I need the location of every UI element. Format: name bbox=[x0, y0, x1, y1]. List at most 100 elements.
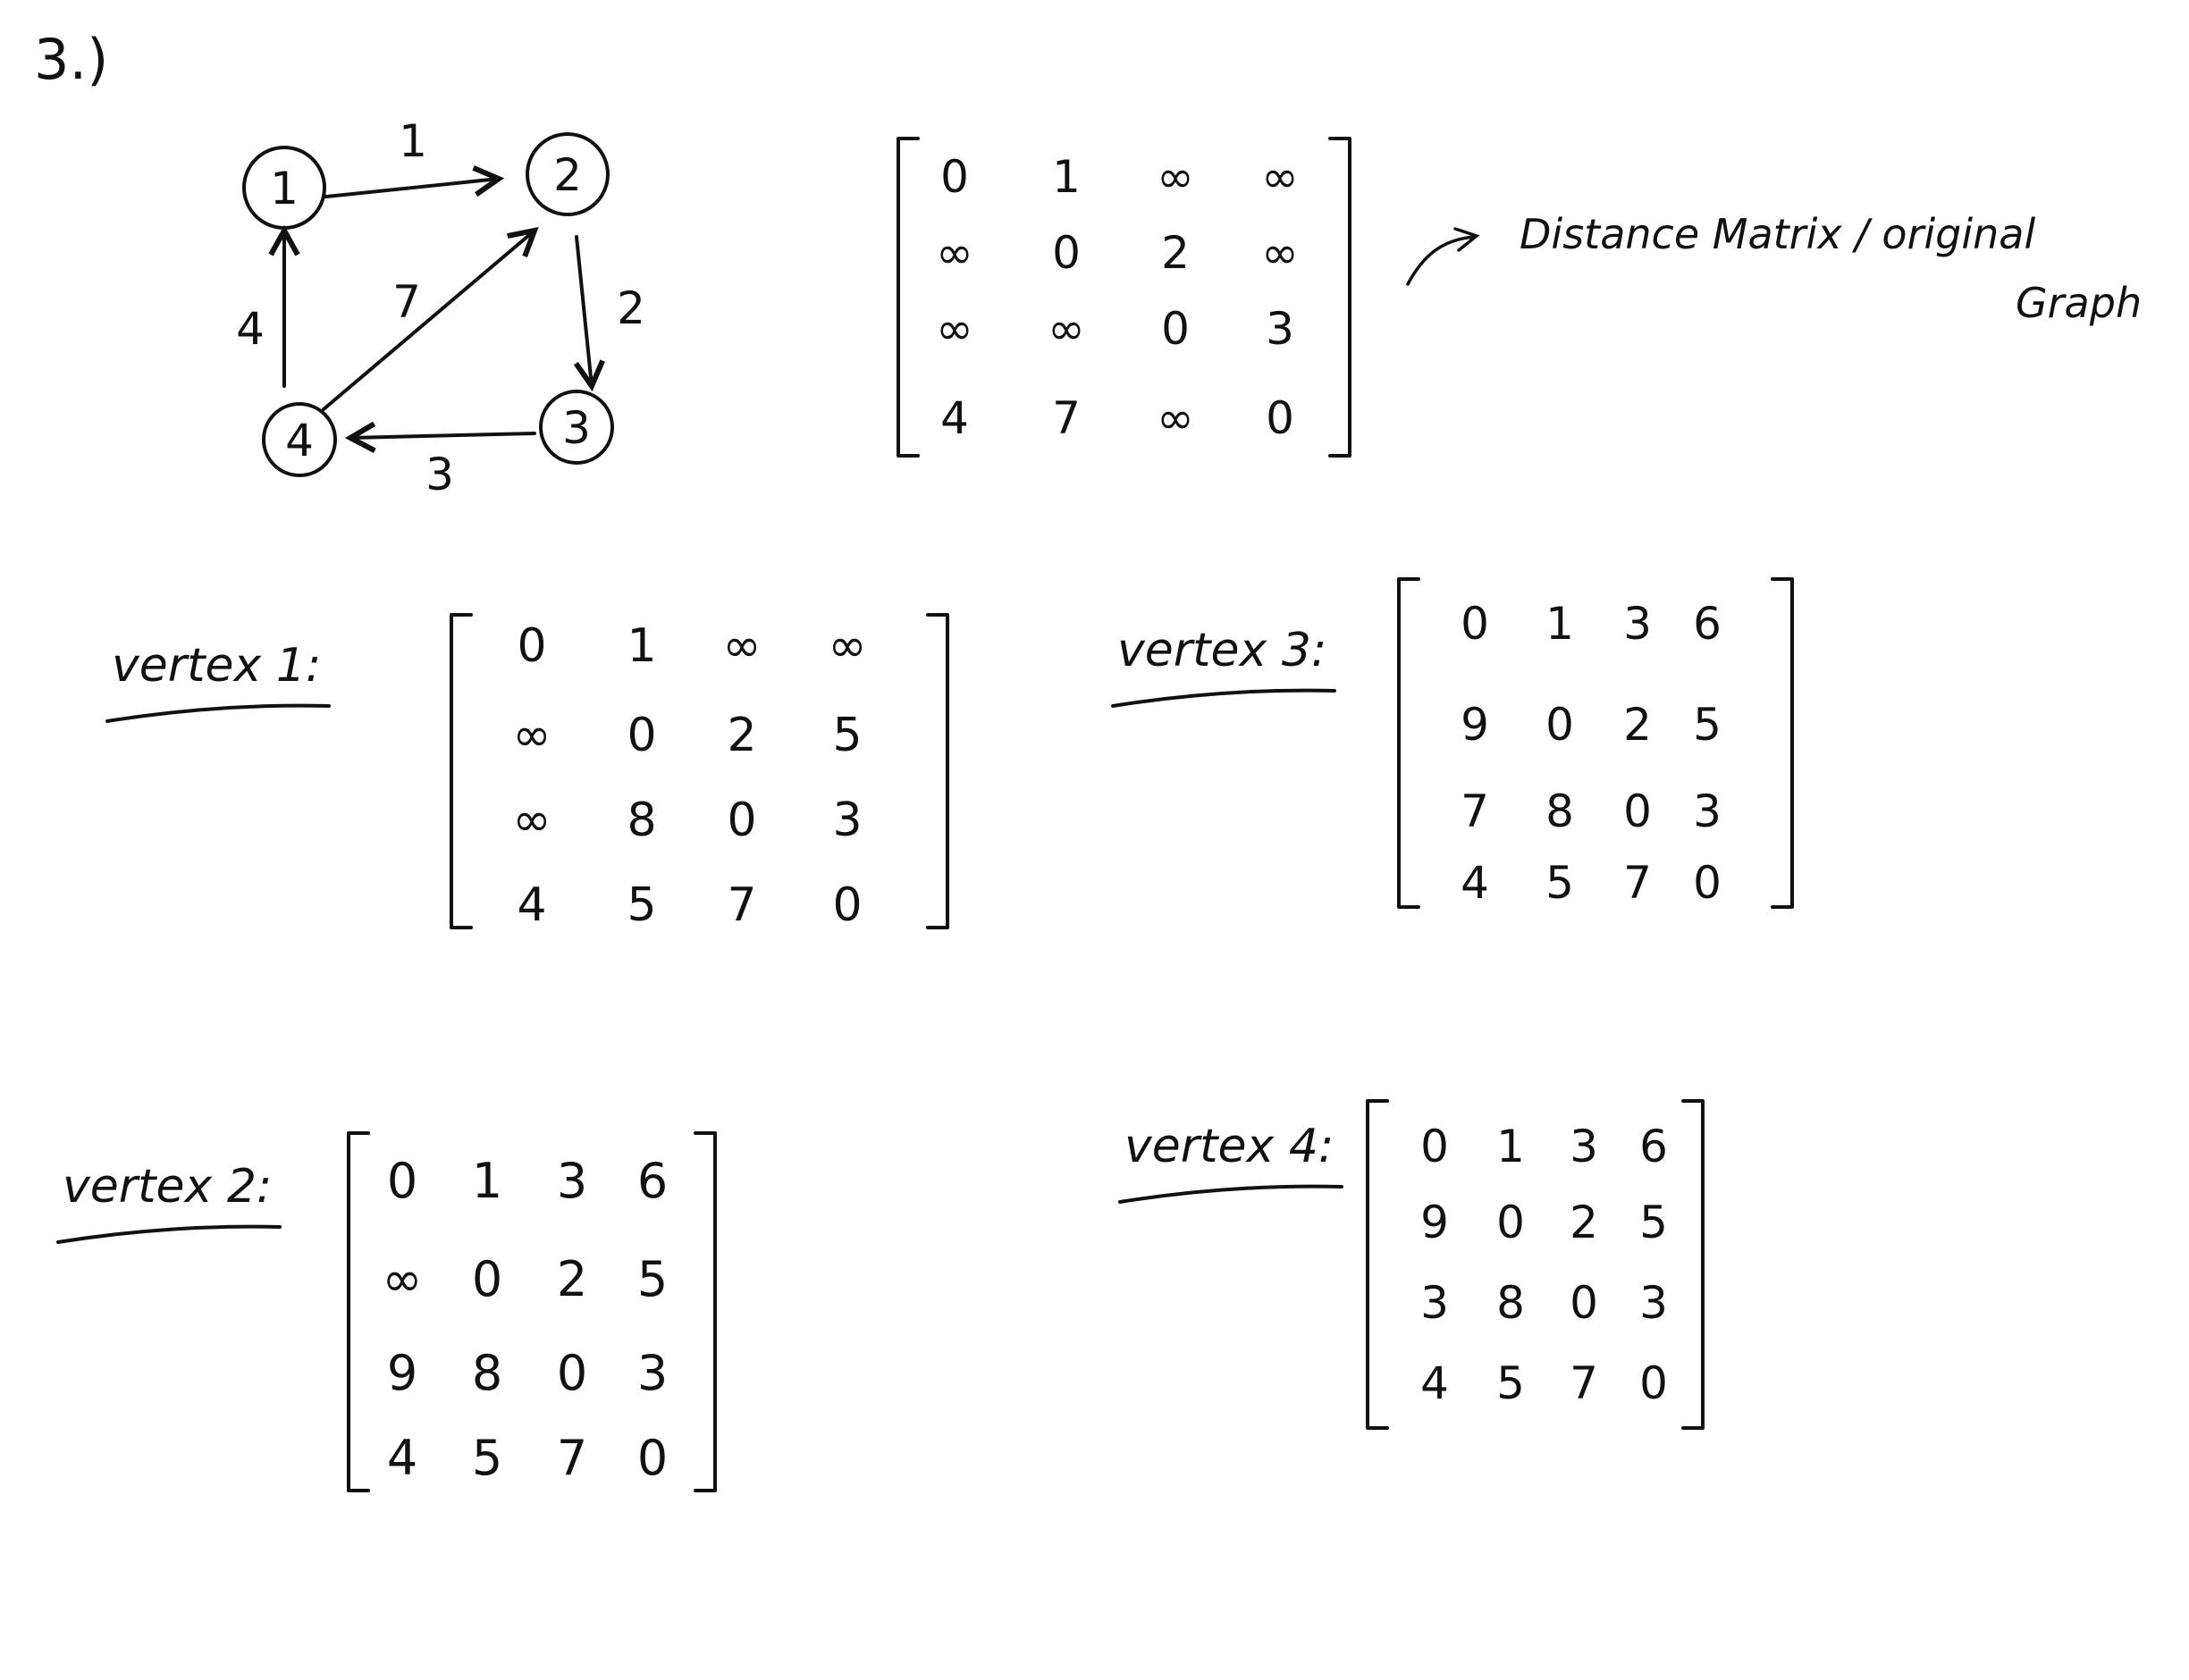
matrix-vertex-4-left-bracket bbox=[1366, 1099, 1389, 1430]
matrix-cell: 4 bbox=[940, 392, 969, 444]
matrix-cell: 9 bbox=[387, 1345, 417, 1401]
matrix-cell: 5 bbox=[637, 1251, 668, 1307]
graph-diagram: 1 2 3 4 7 1 2 3 4 bbox=[236, 115, 645, 500]
graph-node-3: 3 bbox=[539, 390, 614, 465]
edge-weight-3-4: 3 bbox=[425, 449, 454, 500]
matrix-cell: 0 bbox=[1461, 598, 1489, 650]
matrix-cell: 0 bbox=[472, 1251, 502, 1307]
matrix-cell: 5 bbox=[1545, 857, 1574, 909]
matrix-cell: 5 bbox=[472, 1430, 502, 1486]
graph-node-3-label: 3 bbox=[562, 402, 591, 454]
matrix-vertex-2-right-bracket bbox=[694, 1131, 717, 1492]
matrix-cell: ∞ bbox=[936, 303, 973, 355]
matrix-cell: 7 bbox=[1052, 392, 1081, 444]
matrix-cell: 1 bbox=[1545, 598, 1574, 650]
graph-node-1: 1 bbox=[242, 146, 326, 230]
matrix-cell: 4 bbox=[387, 1430, 417, 1486]
matrix-original-left-bracket bbox=[897, 137, 920, 458]
matrix-cell: 7 bbox=[557, 1430, 587, 1486]
matrix-cell: 3 bbox=[1266, 303, 1294, 355]
matrix-cell: 0 bbox=[627, 709, 656, 762]
matrix-cell: 1 bbox=[1052, 151, 1081, 203]
edge-weight-2-3: 2 bbox=[617, 282, 645, 334]
matrix-vertex-4-label-underline bbox=[1118, 1184, 1343, 1204]
matrix-cell: 5 bbox=[1693, 699, 1722, 751]
matrix-cell: 4 bbox=[1420, 1357, 1449, 1409]
matrix-cell: ∞ bbox=[722, 619, 761, 673]
annotation-line-1: Distance Matrix / original bbox=[1520, 210, 2035, 258]
matrix-cell: 0 bbox=[557, 1345, 587, 1401]
edge-1-2 bbox=[324, 179, 499, 198]
graph-node-4-label: 4 bbox=[285, 415, 314, 466]
matrix-cell: 0 bbox=[832, 878, 862, 932]
matrix-cell: 4 bbox=[1461, 857, 1489, 909]
graph-node-2-label: 2 bbox=[553, 149, 582, 201]
matrix-cell: 0 bbox=[1639, 1357, 1668, 1409]
matrix-cell: 9 bbox=[1461, 699, 1489, 751]
matrix-cell: 0 bbox=[1623, 785, 1652, 837]
matrix-cell: ∞ bbox=[512, 794, 551, 847]
edge-3-4 bbox=[350, 433, 536, 438]
edge-weight-1-2: 1 bbox=[399, 115, 427, 167]
matrix-cell: 4 bbox=[517, 878, 546, 932]
matrix-vertex-4-label: vertex 4: bbox=[1124, 1120, 1334, 1173]
matrix-cell: ∞ bbox=[828, 619, 866, 673]
matrix-vertex-3-label: vertex 3: bbox=[1117, 624, 1326, 677]
matrix-cell: ∞ bbox=[1157, 392, 1194, 444]
matrix-cell: 0 bbox=[1496, 1197, 1525, 1248]
matrix-cell: 7 bbox=[1461, 785, 1489, 837]
matrix-cell: 2 bbox=[557, 1251, 587, 1307]
matrix-cell: 6 bbox=[1639, 1121, 1668, 1172]
matrix-cell: ∞ bbox=[1261, 227, 1299, 279]
distance-matrix-annotation: Distance Matrix / original Graph bbox=[1406, 210, 2142, 327]
matrix-vertex-3-label-underline bbox=[1111, 688, 1336, 708]
matrix-cell: 3 bbox=[1693, 785, 1722, 837]
matrix-cell: 6 bbox=[637, 1153, 668, 1209]
problem-label: 3.) bbox=[34, 27, 108, 92]
annotation-line-2: Graph bbox=[2016, 279, 2142, 327]
matrix-cell: 7 bbox=[1623, 857, 1652, 909]
matrix-cell: ∞ bbox=[936, 227, 973, 279]
graph-node-4: 4 bbox=[262, 402, 337, 477]
annotation-arrow-icon bbox=[1406, 227, 1480, 286]
matrix-cell: 0 bbox=[1161, 303, 1190, 355]
matrix-cell: 8 bbox=[627, 794, 656, 847]
matrix-cell: 1 bbox=[1496, 1121, 1525, 1172]
matrix-cell: 2 bbox=[727, 709, 756, 762]
matrix-cell: 8 bbox=[472, 1345, 502, 1401]
matrix-cell: 9 bbox=[1420, 1197, 1449, 1248]
matrix-cell: 0 bbox=[637, 1430, 668, 1486]
edge-4-2 bbox=[322, 231, 535, 411]
matrix-cell: 6 bbox=[1693, 598, 1722, 650]
matrix-cell: 2 bbox=[1570, 1197, 1598, 1248]
matrix-cell: 3 bbox=[637, 1345, 668, 1401]
edge-2-3 bbox=[577, 235, 592, 386]
matrix-cell: 5 bbox=[832, 709, 862, 762]
matrix-cell: 3 bbox=[1420, 1277, 1449, 1329]
matrix-vertex-1-right-bracket bbox=[926, 613, 949, 929]
matrix-cell: 1 bbox=[472, 1153, 502, 1209]
graph-node-1-label: 1 bbox=[270, 163, 299, 214]
matrix-cell: 0 bbox=[387, 1153, 417, 1209]
matrix-vertex-2-label: vertex 2: bbox=[63, 1160, 272, 1214]
matrix-cell: 5 bbox=[627, 878, 656, 932]
matrix-cell: 0 bbox=[1545, 699, 1574, 751]
matrix-cell: 0 bbox=[1052, 227, 1081, 279]
matrix-cell: 7 bbox=[727, 878, 756, 932]
matrix-cell: 1 bbox=[627, 619, 656, 673]
matrix-cell: 8 bbox=[1496, 1277, 1525, 1329]
matrix-cell: 5 bbox=[1496, 1357, 1525, 1409]
matrix-cell: 2 bbox=[1161, 227, 1190, 279]
matrix-cell: 0 bbox=[517, 619, 546, 673]
matrix-cell: ∞ bbox=[512, 709, 551, 762]
matrix-vertex-1-label: vertex 1: bbox=[112, 639, 321, 693]
matrix-vertex-4-right-bracket bbox=[1681, 1099, 1705, 1430]
matrix-vertex-3-left-bracket bbox=[1397, 577, 1420, 909]
